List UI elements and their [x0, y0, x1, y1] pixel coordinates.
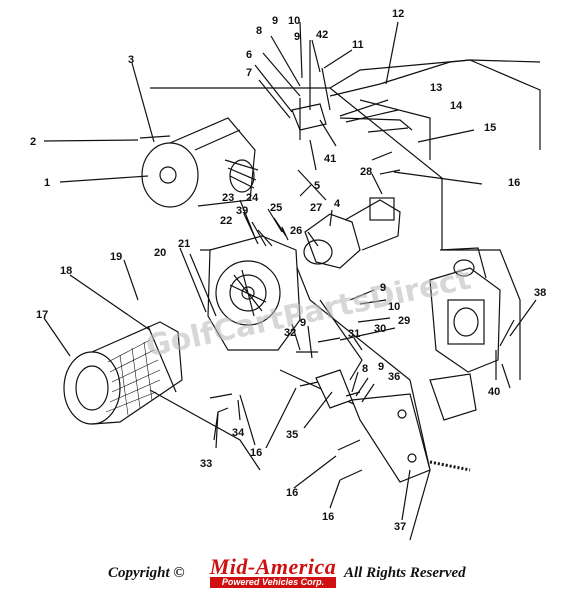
callout-7: 7 [246, 67, 252, 79]
callout-22: 22 [220, 215, 232, 227]
watermark-text: GolfCartPartsDirect [143, 261, 474, 364]
diagram-linework [43, 21, 541, 541]
callout-23: 23 [222, 192, 234, 204]
callout-16d: 16 [322, 511, 334, 523]
callout-33: 33 [200, 458, 212, 470]
logo-subtitle: Powered Vehicles Corp. [210, 577, 336, 588]
callout-21: 21 [178, 238, 190, 250]
callout-25: 25 [270, 202, 282, 214]
callout-42: 42 [316, 29, 328, 41]
callout-9e: 9 [378, 361, 384, 373]
callout-24: 24 [246, 192, 259, 204]
callout-8b: 8 [362, 363, 368, 375]
callout-26: 26 [290, 225, 302, 237]
callout-2: 2 [30, 136, 36, 148]
callout-18: 18 [60, 265, 72, 277]
callout-16a: 16 [508, 177, 520, 189]
callout-9d: 9 [380, 282, 386, 294]
callout-31: 31 [348, 328, 360, 340]
callout-16b: 16 [250, 447, 262, 459]
callout-9: 9 [272, 15, 278, 27]
callout-37: 37 [394, 521, 406, 533]
callout-5: 5 [314, 180, 320, 192]
callout-17: 17 [36, 309, 48, 321]
callout-9c: 9 [300, 317, 306, 329]
callout-35: 35 [286, 429, 298, 441]
callout-29: 29 [398, 315, 410, 327]
callout-13: 13 [430, 82, 442, 94]
copyright-footer: Copyright © Mid-America Powered Vehicles… [0, 554, 580, 592]
callout-30: 30 [374, 323, 386, 335]
callout-19: 19 [110, 251, 122, 263]
rights-text: All Rights Reserved [344, 565, 466, 581]
callout-10: 10 [288, 15, 300, 27]
callout-20: 20 [154, 247, 166, 259]
callout-15: 15 [484, 122, 496, 134]
callout-36: 36 [388, 371, 400, 383]
callout-8: 8 [256, 25, 262, 37]
copyright-text: Copyright © [108, 565, 185, 581]
callout-10b: 10 [388, 301, 400, 313]
callout-3: 3 [128, 54, 134, 66]
callout-40: 40 [488, 386, 500, 398]
callout-11: 11 [352, 39, 364, 51]
callout-38: 38 [534, 287, 546, 299]
callout-41: 41 [324, 153, 336, 165]
callout-39: 39 [236, 205, 248, 217]
logo-brand: Mid-America [209, 554, 337, 579]
callout-labels: 1 2 3 4 5 6 7 8 9 10 11 12 13 14 15 16 1… [30, 8, 546, 533]
callout-14: 14 [450, 100, 463, 112]
callout-9b: 9 [294, 31, 300, 43]
mid-america-logo: Mid-America Powered Vehicles Corp. [206, 554, 340, 590]
callout-27: 27 [310, 202, 322, 214]
callout-34: 34 [232, 427, 245, 439]
callout-12: 12 [392, 8, 404, 20]
callout-1: 1 [44, 177, 50, 189]
callout-6: 6 [246, 49, 252, 61]
callout-32: 32 [284, 327, 296, 339]
callout-16c: 16 [286, 487, 298, 499]
callout-28: 28 [360, 166, 372, 178]
callout-4: 4 [334, 198, 341, 210]
